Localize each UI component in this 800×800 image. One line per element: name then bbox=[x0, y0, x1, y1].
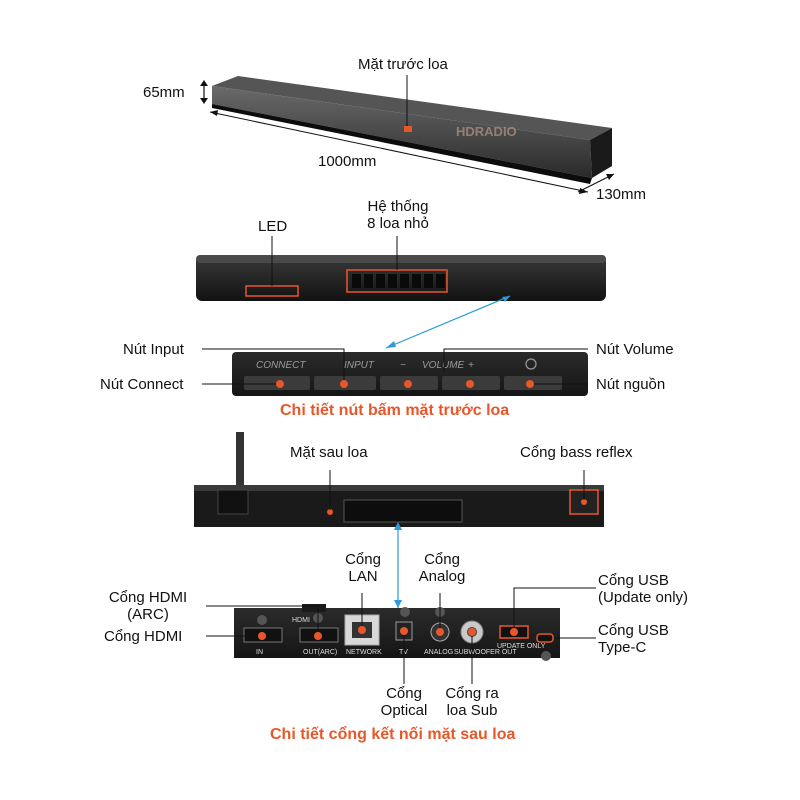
hdmi-port-label: Cổng HDMI bbox=[104, 628, 183, 645]
hdmi-arc-port-label: Cổng HDMI (ARC) bbox=[100, 589, 196, 623]
hdmi-arc-line1: Cổng HDMI bbox=[108, 589, 188, 606]
lan-port-label: Cổng LAN bbox=[340, 551, 386, 585]
panel-analog-text: ANALOG bbox=[424, 649, 453, 656]
analog-line1: Cổng bbox=[424, 551, 460, 568]
panel-input-text: INPUT bbox=[344, 360, 375, 371]
sub-line2: loa Sub bbox=[446, 702, 498, 719]
lan-line1: Cổng bbox=[345, 551, 381, 568]
front-marker bbox=[404, 126, 412, 132]
analog-port-label: Cổng Analog bbox=[410, 551, 474, 585]
usbc-port-label: Cổng USB Type-C bbox=[598, 622, 669, 656]
ports-caption: Chi tiết cổng kết nối mặt sau loa bbox=[270, 726, 516, 743]
volume-button-label: Nút Volume bbox=[596, 341, 674, 358]
optical-line2: Optical bbox=[380, 702, 428, 719]
rear-face-label: Mặt sau loa bbox=[290, 444, 368, 461]
soundbar-rear bbox=[194, 432, 604, 527]
analog-line2: Analog bbox=[418, 568, 466, 585]
panel-in-text: IN bbox=[256, 649, 263, 656]
panel-minus-text: − bbox=[400, 360, 406, 371]
port-panel: HDMI IN OUT(ARC) NETWORK TV ANALOG SUBWO… bbox=[234, 604, 560, 661]
usb-port-label: Cổng USB (Update only) bbox=[598, 572, 688, 606]
panel-plus-text: + bbox=[468, 360, 474, 371]
button-panel: CONNECT INPUT − VOLUME + bbox=[232, 352, 588, 396]
panel-network-text: NETWORK bbox=[346, 649, 382, 656]
sub-line1: Cổng ra bbox=[445, 685, 499, 702]
panel-hdmi-text: HDMI bbox=[292, 617, 310, 624]
antenna bbox=[236, 432, 244, 488]
height-dimension: 65mm bbox=[143, 84, 185, 101]
usbc-line2: Type-C bbox=[598, 639, 647, 656]
optical-port-label: Cổng Optical bbox=[372, 685, 436, 719]
panel-update-text: UPDATE ONLY bbox=[497, 643, 546, 650]
soundbar-perspective: HDRADIO bbox=[212, 76, 612, 184]
bass-reflex-label: Cổng bass reflex bbox=[520, 444, 633, 461]
watermark-text: HDRADIO bbox=[456, 124, 517, 139]
panel-sub-text: SUBWOOFER OUT bbox=[454, 649, 517, 656]
usbc-line1: Cổng USB bbox=[598, 622, 669, 639]
connect-button-label: Nút Connect bbox=[100, 376, 184, 393]
hdmi-arc-line2: (ARC) bbox=[127, 606, 169, 623]
usb-line2: (Update only) bbox=[598, 589, 689, 606]
soundbar-front bbox=[196, 255, 606, 301]
panel-volume-text: VOLUME bbox=[422, 360, 465, 371]
bass-reflex-box bbox=[569, 489, 599, 515]
speakers-label-line2: 8 loa nhỏ bbox=[367, 215, 429, 232]
buttons-caption: Chi tiết nút bấm mặt trước loa bbox=[280, 402, 510, 419]
speakers-label: Hệ thống 8 loa nhỏ bbox=[356, 198, 440, 232]
panel-connect-text: CONNECT bbox=[256, 360, 306, 371]
lan-line2: LAN bbox=[348, 568, 378, 585]
input-button-label: Nút Input bbox=[123, 341, 184, 358]
width-dimension: 1000mm bbox=[318, 153, 377, 170]
led-label: LED bbox=[258, 218, 288, 235]
speakers-label-line1: Hệ thống bbox=[367, 198, 429, 215]
optical-line1: Cổng bbox=[386, 685, 422, 702]
sub-port-label: Cổng ra loa Sub bbox=[440, 685, 504, 719]
usb-line1: Cổng USB bbox=[598, 572, 669, 589]
panel-out-text: OUT(ARC) bbox=[303, 649, 337, 656]
depth-dimension: 130mm bbox=[596, 186, 647, 203]
power-button-label: Nút nguồn bbox=[596, 376, 666, 393]
front-face-label: Mặt trước loa bbox=[358, 56, 448, 73]
power-icon bbox=[525, 358, 537, 370]
